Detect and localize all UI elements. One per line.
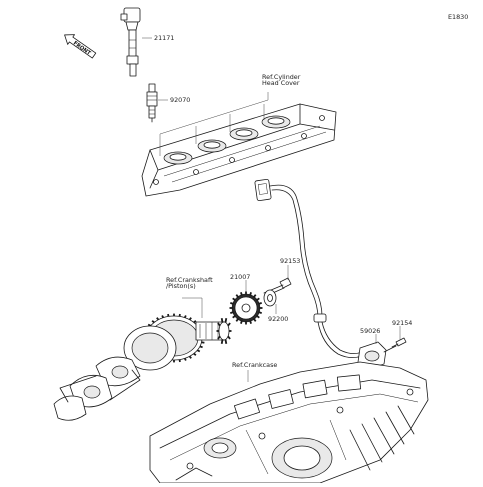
gear-tooth bbox=[199, 345, 203, 349]
gear-tooth bbox=[240, 320, 243, 324]
gear-tooth bbox=[224, 339, 228, 344]
gear-tooth bbox=[258, 302, 262, 305]
ref-cylinder-head-cover-label: Ref.Cylinder Head Cover bbox=[262, 73, 301, 88]
gear-tooth bbox=[230, 302, 234, 305]
gear-tooth bbox=[227, 335, 231, 340]
sensor-harness-part bbox=[254, 178, 407, 371]
gear-tooth bbox=[249, 292, 252, 296]
figure-code-label: E1830 bbox=[448, 13, 469, 21]
gear-tooth bbox=[232, 314, 237, 319]
part-number-92070: 92070 bbox=[170, 96, 191, 104]
part-number-92200: 92200 bbox=[268, 315, 289, 323]
gear-tooth bbox=[252, 294, 257, 299]
gear-tooth bbox=[183, 315, 187, 319]
front-arrow-icon: FRONT bbox=[64, 34, 97, 59]
cylinder-head-cover-part bbox=[141, 92, 337, 197]
gear-tooth bbox=[235, 317, 240, 322]
gear-tooth bbox=[235, 294, 240, 299]
part-number-92153: 92153 bbox=[280, 257, 301, 265]
gear-tooth bbox=[151, 320, 155, 324]
washer-92200-part bbox=[263, 289, 277, 307]
gear-tooth bbox=[255, 297, 260, 302]
gear-tooth bbox=[147, 323, 152, 327]
gear-tooth bbox=[258, 311, 262, 314]
gear-tooth bbox=[188, 355, 192, 359]
ref-crankshaft-pistons-label: Ref.Crankshaft /Piston(s) bbox=[166, 276, 213, 291]
gear-tooth bbox=[178, 359, 181, 363]
gear-tooth bbox=[161, 315, 165, 319]
part-number-59026: 59026 bbox=[360, 327, 381, 335]
gear-tooth bbox=[232, 297, 237, 302]
gear-tooth bbox=[183, 357, 187, 361]
gear-tooth bbox=[227, 322, 231, 327]
part-number-92154: 92154 bbox=[392, 319, 413, 327]
part-number-21007: 21007 bbox=[230, 273, 251, 281]
crankcase-part bbox=[149, 361, 429, 484]
gear-tooth bbox=[252, 317, 257, 322]
gear-tooth bbox=[193, 320, 197, 324]
crankshaft-gear-part bbox=[53, 313, 232, 421]
leader-lines bbox=[142, 37, 401, 382]
ref-crankcase-label: Ref.Crankcase bbox=[232, 361, 278, 369]
gear-tooth bbox=[178, 313, 181, 317]
spark-plug-part bbox=[146, 83, 158, 123]
part-number-21171: 21171 bbox=[154, 34, 175, 42]
gear-tooth bbox=[188, 317, 192, 321]
gear-tooth bbox=[249, 320, 252, 324]
gear-tooth bbox=[220, 318, 224, 323]
timing-rotor-21007-part bbox=[229, 291, 263, 325]
gear-tooth bbox=[193, 352, 197, 356]
gear-tooth bbox=[230, 311, 234, 314]
gear-tooth bbox=[220, 339, 224, 344]
gear-tooth bbox=[224, 318, 228, 323]
gear-tooth bbox=[255, 314, 260, 319]
ignition-coil-part bbox=[120, 7, 141, 77]
gear-tooth bbox=[201, 341, 205, 344]
gear-tooth bbox=[167, 313, 170, 317]
gear-tooth bbox=[156, 317, 160, 321]
gear-tooth bbox=[240, 292, 243, 296]
gear-tooth bbox=[196, 349, 201, 353]
